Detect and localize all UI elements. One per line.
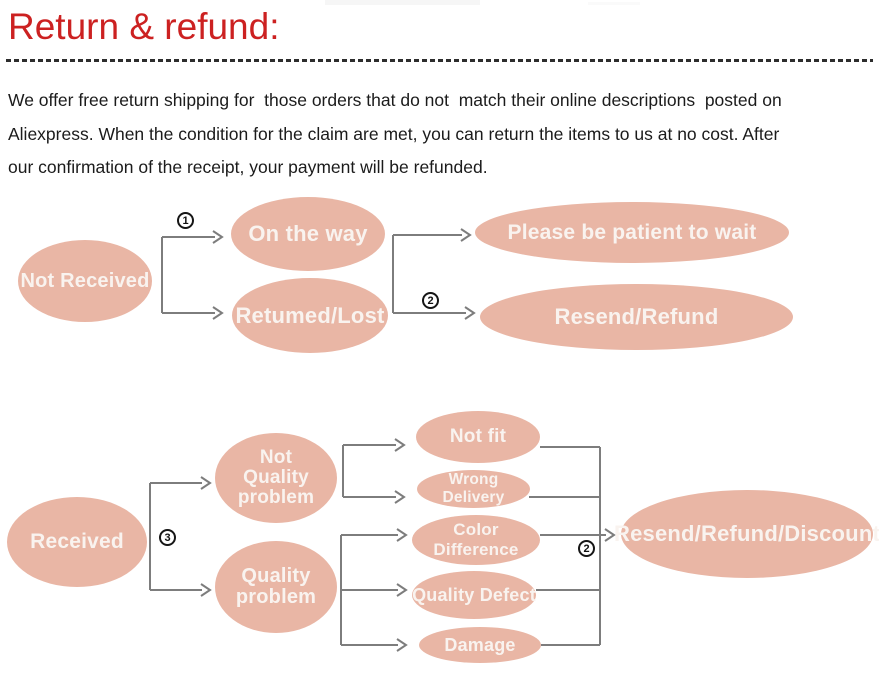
intro-paragraph: We offer free return shipping for those … xyxy=(8,84,874,185)
node-color-difference: Color Difference xyxy=(412,515,540,565)
node-resend-refund: Resend/Refund xyxy=(480,284,793,350)
node-quality-defect: Quality Defect xyxy=(412,571,536,619)
step-badge-2: 2 xyxy=(422,292,439,309)
node-not-fit: Not fit xyxy=(416,411,540,463)
arrow-head-icon xyxy=(396,638,408,652)
step-badge-2b: 2 xyxy=(578,540,595,557)
scan-artifact xyxy=(325,0,480,5)
node-label: Wrong Delivery xyxy=(442,471,505,506)
arrow-head-icon xyxy=(396,583,408,597)
node-label-line: problem xyxy=(237,487,315,508)
flow2-connectors xyxy=(149,438,616,652)
node-label-line: Quality xyxy=(243,467,309,488)
node-label: Resend/Refund xyxy=(554,304,719,329)
node-label-line: Not xyxy=(259,447,293,468)
node-label: Not fit xyxy=(449,426,507,447)
separator-dashed-line xyxy=(6,59,873,62)
node-label: On the way xyxy=(248,221,368,246)
node-label: Retumed/Lost xyxy=(235,302,385,328)
node-wrong-delivery: Wrong Delivery xyxy=(417,470,530,508)
page-title: Return & refund: xyxy=(8,6,280,47)
node-label: Not Received xyxy=(20,269,150,292)
node-label: Resend/Refund/Discount xyxy=(614,521,879,546)
connector-line xyxy=(340,534,398,646)
arrow-head-icon xyxy=(394,490,406,504)
node-resend-refund-discount: Resend/Refund/Discount xyxy=(614,490,879,578)
arrow-head-icon xyxy=(464,306,476,320)
arrow-head-icon xyxy=(212,230,224,244)
flow1-connectors xyxy=(161,228,476,320)
node-label: Damage xyxy=(444,634,516,655)
arrow-head-icon xyxy=(200,476,212,490)
connector-line xyxy=(342,444,396,498)
connector-line xyxy=(392,234,466,314)
arrow-head-icon xyxy=(200,583,212,597)
node-label: Color Difference xyxy=(433,520,519,559)
intro-line-1: We offer free return shipping for those … xyxy=(8,90,782,110)
intro-line-3: our confirmation of the receipt, your pa… xyxy=(8,157,488,177)
node-not-quality-problem: Not Quality problem xyxy=(215,433,337,523)
node-label: Quality Defect xyxy=(412,584,536,605)
intro-line-2: Aliexpress. When the condition for the c… xyxy=(8,123,780,144)
arrow-head-icon xyxy=(604,528,616,542)
arrow-head-icon xyxy=(394,438,406,452)
node-damage: Damage xyxy=(419,627,541,663)
node-received: Received xyxy=(7,497,147,587)
arrow-head-icon xyxy=(460,228,472,242)
connector-line xyxy=(149,482,202,591)
node-label: Please be patient to wait xyxy=(507,220,757,244)
connector-line xyxy=(161,236,215,314)
scan-artifact xyxy=(588,2,640,5)
arrow-head-icon xyxy=(396,528,408,542)
step-badge-1: 1 xyxy=(177,212,194,229)
node-label: Received xyxy=(30,530,124,553)
node-returned-lost: Retumed/Lost xyxy=(232,278,388,353)
node-quality-problem: Quality problem xyxy=(215,541,337,633)
node-label-line: problem xyxy=(235,586,317,608)
connector-line xyxy=(529,446,606,646)
node-label-line: Quality xyxy=(241,565,311,587)
step-badge-3: 3 xyxy=(159,529,176,546)
node-not-received: Not Received xyxy=(18,240,152,322)
node-please-be-patient: Please be patient to wait xyxy=(475,202,789,263)
node-on-the-way: On the way xyxy=(231,197,385,271)
arrow-head-icon xyxy=(212,306,224,320)
